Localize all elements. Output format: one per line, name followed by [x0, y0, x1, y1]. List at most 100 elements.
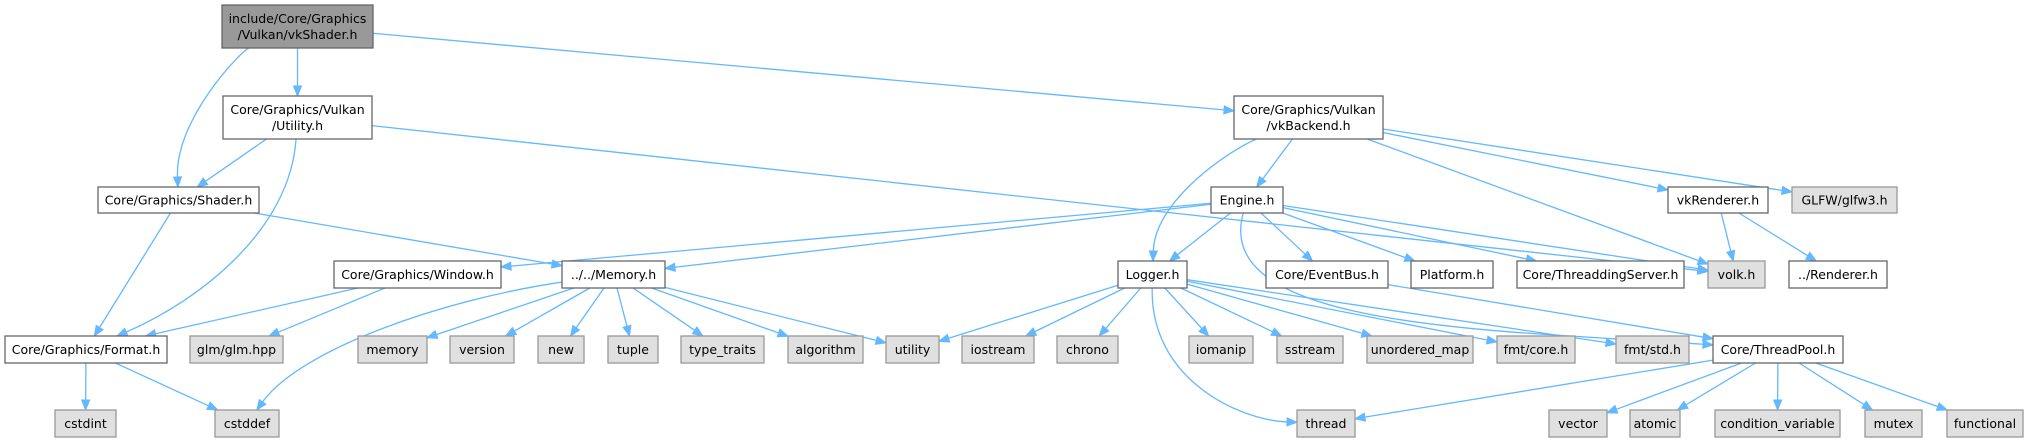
- node-memory[interactable]: memory: [357, 335, 428, 364]
- arrowhead-icon: [1286, 417, 1299, 427]
- node-glfw[interactable]: GLFW/glfw3.h: [1791, 186, 1898, 214]
- arrowhead-icon: [874, 335, 888, 345]
- node-fmt-core[interactable]: fmt/core.h: [1496, 335, 1576, 364]
- node-cstdint[interactable]: cstdint: [54, 409, 117, 438]
- node-label: atomic: [1634, 416, 1677, 431]
- arrowhead-icon: [937, 333, 951, 343]
- node-box[interactable]: [97, 186, 260, 214]
- node-box[interactable]: [449, 335, 515, 364]
- node-logger[interactable]: Logger.h: [1117, 260, 1188, 289]
- node-version[interactable]: version: [449, 335, 515, 364]
- node-utility[interactable]: Core/Graphics/Vulkan/Utility.h: [222, 95, 373, 140]
- edge-line: [1282, 212, 1406, 259]
- arrowhead-icon: [1024, 327, 1038, 337]
- node-cstddef[interactable]: cstddef: [214, 409, 280, 438]
- arrowhead-icon: [1223, 105, 1236, 115]
- node-label: fmt/std.h: [1624, 342, 1681, 357]
- node-box[interactable]: [1615, 335, 1690, 364]
- node-chrono[interactable]: chrono: [1056, 335, 1119, 364]
- node-box[interactable]: [1712, 335, 1844, 364]
- node-box[interactable]: [1667, 186, 1769, 214]
- node-platform[interactable]: Platform.h: [1410, 260, 1494, 289]
- node-box[interactable]: [214, 409, 280, 438]
- node-type-traits[interactable]: type_traits: [680, 335, 765, 364]
- node-shader[interactable]: Core/Graphics/Shader.h: [97, 186, 260, 214]
- node-new[interactable]: new: [537, 335, 585, 364]
- node-vkshader[interactable]: include/Core/Graphics/Vulkan/vkShader.h: [221, 4, 374, 49]
- edge-line: [1798, 362, 1865, 406]
- node-fmt-std[interactable]: fmt/std.h: [1615, 335, 1690, 364]
- node-utility[interactable]: utility: [885, 335, 940, 364]
- node-box[interactable]: [680, 335, 765, 364]
- node-box[interactable]: [1296, 409, 1356, 438]
- node-box[interactable]: [1366, 335, 1474, 364]
- node-box[interactable]: [1548, 409, 1608, 438]
- node-box[interactable]: [961, 335, 1035, 364]
- node-memory[interactable]: ../../Memory.h: [561, 260, 666, 289]
- node-volk[interactable]: volk.h: [1707, 260, 1766, 289]
- node-iostream[interactable]: iostream: [961, 335, 1035, 364]
- edge-vkbackend-to-vkrenderer: [1382, 131, 1670, 193]
- node-box[interactable]: [222, 95, 373, 140]
- node-box[interactable]: [1410, 260, 1494, 289]
- node-box[interactable]: [1516, 260, 1685, 289]
- node-sstream[interactable]: sstream: [1276, 335, 1344, 364]
- node-box[interactable]: [885, 335, 940, 364]
- node-box[interactable]: [189, 335, 284, 364]
- node-unordered-map[interactable]: unordered_map: [1366, 335, 1474, 364]
- node-box[interactable]: [537, 335, 585, 364]
- node-threaddingserver[interactable]: Core/ThreaddingServer.h: [1516, 260, 1685, 289]
- node-box[interactable]: [561, 260, 666, 289]
- edge-engine-to-memory: [663, 203, 1212, 272]
- node-tuple[interactable]: tuple: [607, 335, 659, 364]
- arrowhead-icon: [115, 327, 129, 337]
- node-algorithm[interactable]: algorithm: [787, 335, 864, 364]
- node-box[interactable]: [1707, 260, 1766, 289]
- node-box[interactable]: [1233, 95, 1384, 140]
- node-box[interactable]: [1714, 409, 1841, 438]
- node-window[interactable]: Core/Graphics/Window.h: [333, 260, 502, 289]
- node-box[interactable]: [54, 409, 117, 438]
- node-vector[interactable]: vector: [1548, 409, 1608, 438]
- node-eventbus[interactable]: Core/EventBus.h: [1265, 260, 1389, 289]
- node-mutex[interactable]: mutex: [1864, 409, 1923, 438]
- node-atomic[interactable]: atomic: [1629, 409, 1681, 438]
- node-box[interactable]: [221, 4, 374, 49]
- edge-vkrenderer-to-renderer: [1738, 212, 1818, 262]
- node-glm[interactable]: glm/glm.hpp: [189, 335, 284, 364]
- node-box[interactable]: [1788, 260, 1888, 289]
- node-condition-variable[interactable]: condition_variable: [1714, 409, 1841, 438]
- node-box[interactable]: [1629, 409, 1681, 438]
- node-format[interactable]: Core/Graphics/Format.h: [4, 335, 168, 364]
- node-box[interactable]: [1188, 335, 1254, 364]
- node-label: tuple: [617, 342, 649, 357]
- node-thread[interactable]: thread: [1296, 409, 1356, 438]
- node-box[interactable]: [333, 260, 502, 289]
- node-box[interactable]: [1117, 260, 1188, 289]
- node-box[interactable]: [1864, 409, 1923, 438]
- node-box[interactable]: [787, 335, 864, 364]
- node-box[interactable]: [1791, 186, 1898, 214]
- node-box[interactable]: [357, 335, 428, 364]
- node-vkrenderer[interactable]: vkRenderer.h: [1667, 186, 1769, 214]
- node-engine[interactable]: Engine.h: [1210, 186, 1284, 214]
- edge-line: [1720, 212, 1732, 252]
- edge-threadpool-to-thread: [1353, 359, 1714, 422]
- node-iomanip[interactable]: iomanip: [1188, 335, 1254, 364]
- arrowhead-icon: [1148, 250, 1159, 263]
- node-box[interactable]: [1056, 335, 1119, 364]
- node-threadpool[interactable]: Core/ThreadPool.h: [1712, 335, 1844, 364]
- edge-line: [674, 203, 1212, 268]
- node-box[interactable]: [1496, 335, 1576, 364]
- node-vkbackend[interactable]: Core/Graphics/Vulkan/vkBackend.h: [1233, 95, 1384, 140]
- node-box[interactable]: [1265, 260, 1389, 289]
- node-box[interactable]: [1946, 409, 2024, 438]
- node-functional[interactable]: functional: [1946, 409, 2024, 438]
- node-box[interactable]: [607, 335, 659, 364]
- node-label: vkRenderer.h: [1677, 193, 1759, 208]
- node-box[interactable]: [1276, 335, 1344, 364]
- node-renderer[interactable]: ../Renderer.h: [1788, 260, 1888, 289]
- node-box[interactable]: [4, 335, 168, 364]
- node-box[interactable]: [1210, 186, 1284, 214]
- arrowhead-icon: [1701, 332, 1715, 342]
